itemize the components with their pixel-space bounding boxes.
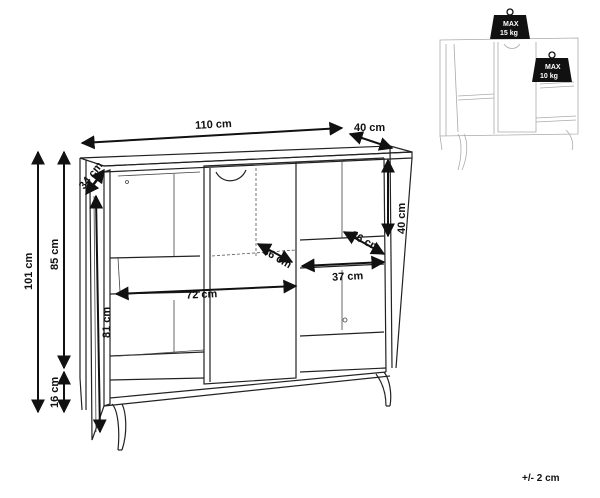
cabinet-drawing: [79, 145, 413, 451]
weight-icon-top: MAX 15 kg: [490, 8, 530, 39]
label-inner-depth-right: 36 cm: [349, 229, 382, 254]
label-right-height: 40 cm: [396, 203, 408, 234]
label-depth-total: 40 cm: [354, 122, 385, 134]
tolerance-note: +/- 2 cm: [522, 473, 560, 484]
weight-top-max-value: 15 kg: [500, 30, 518, 37]
weight-limit-thumbnail: MAX 15 kg MAX 10 kg: [439, 8, 579, 171]
label-height-legs: 16 cm: [49, 377, 61, 408]
label-inner-width: 72 cm: [186, 288, 218, 302]
weight-top-max-label: MAX: [503, 21, 519, 28]
dimension-arrows: [31, 121, 395, 434]
weight-shelf-max-label: MAX: [545, 64, 561, 71]
label-inner-depth-left: 36 cm: [261, 245, 294, 271]
weight-shelf-max-value: 10 kg: [540, 73, 558, 80]
label-height-total: 101 cm: [23, 252, 35, 290]
label-height-body: 85 cm: [49, 239, 61, 270]
label-inner-height: 81 cm: [101, 307, 113, 338]
label-width-total: 110 cm: [195, 118, 232, 132]
label-right-width: 37 cm: [332, 270, 364, 284]
weight-icon-shelf: MAX 10 kg: [532, 51, 572, 82]
